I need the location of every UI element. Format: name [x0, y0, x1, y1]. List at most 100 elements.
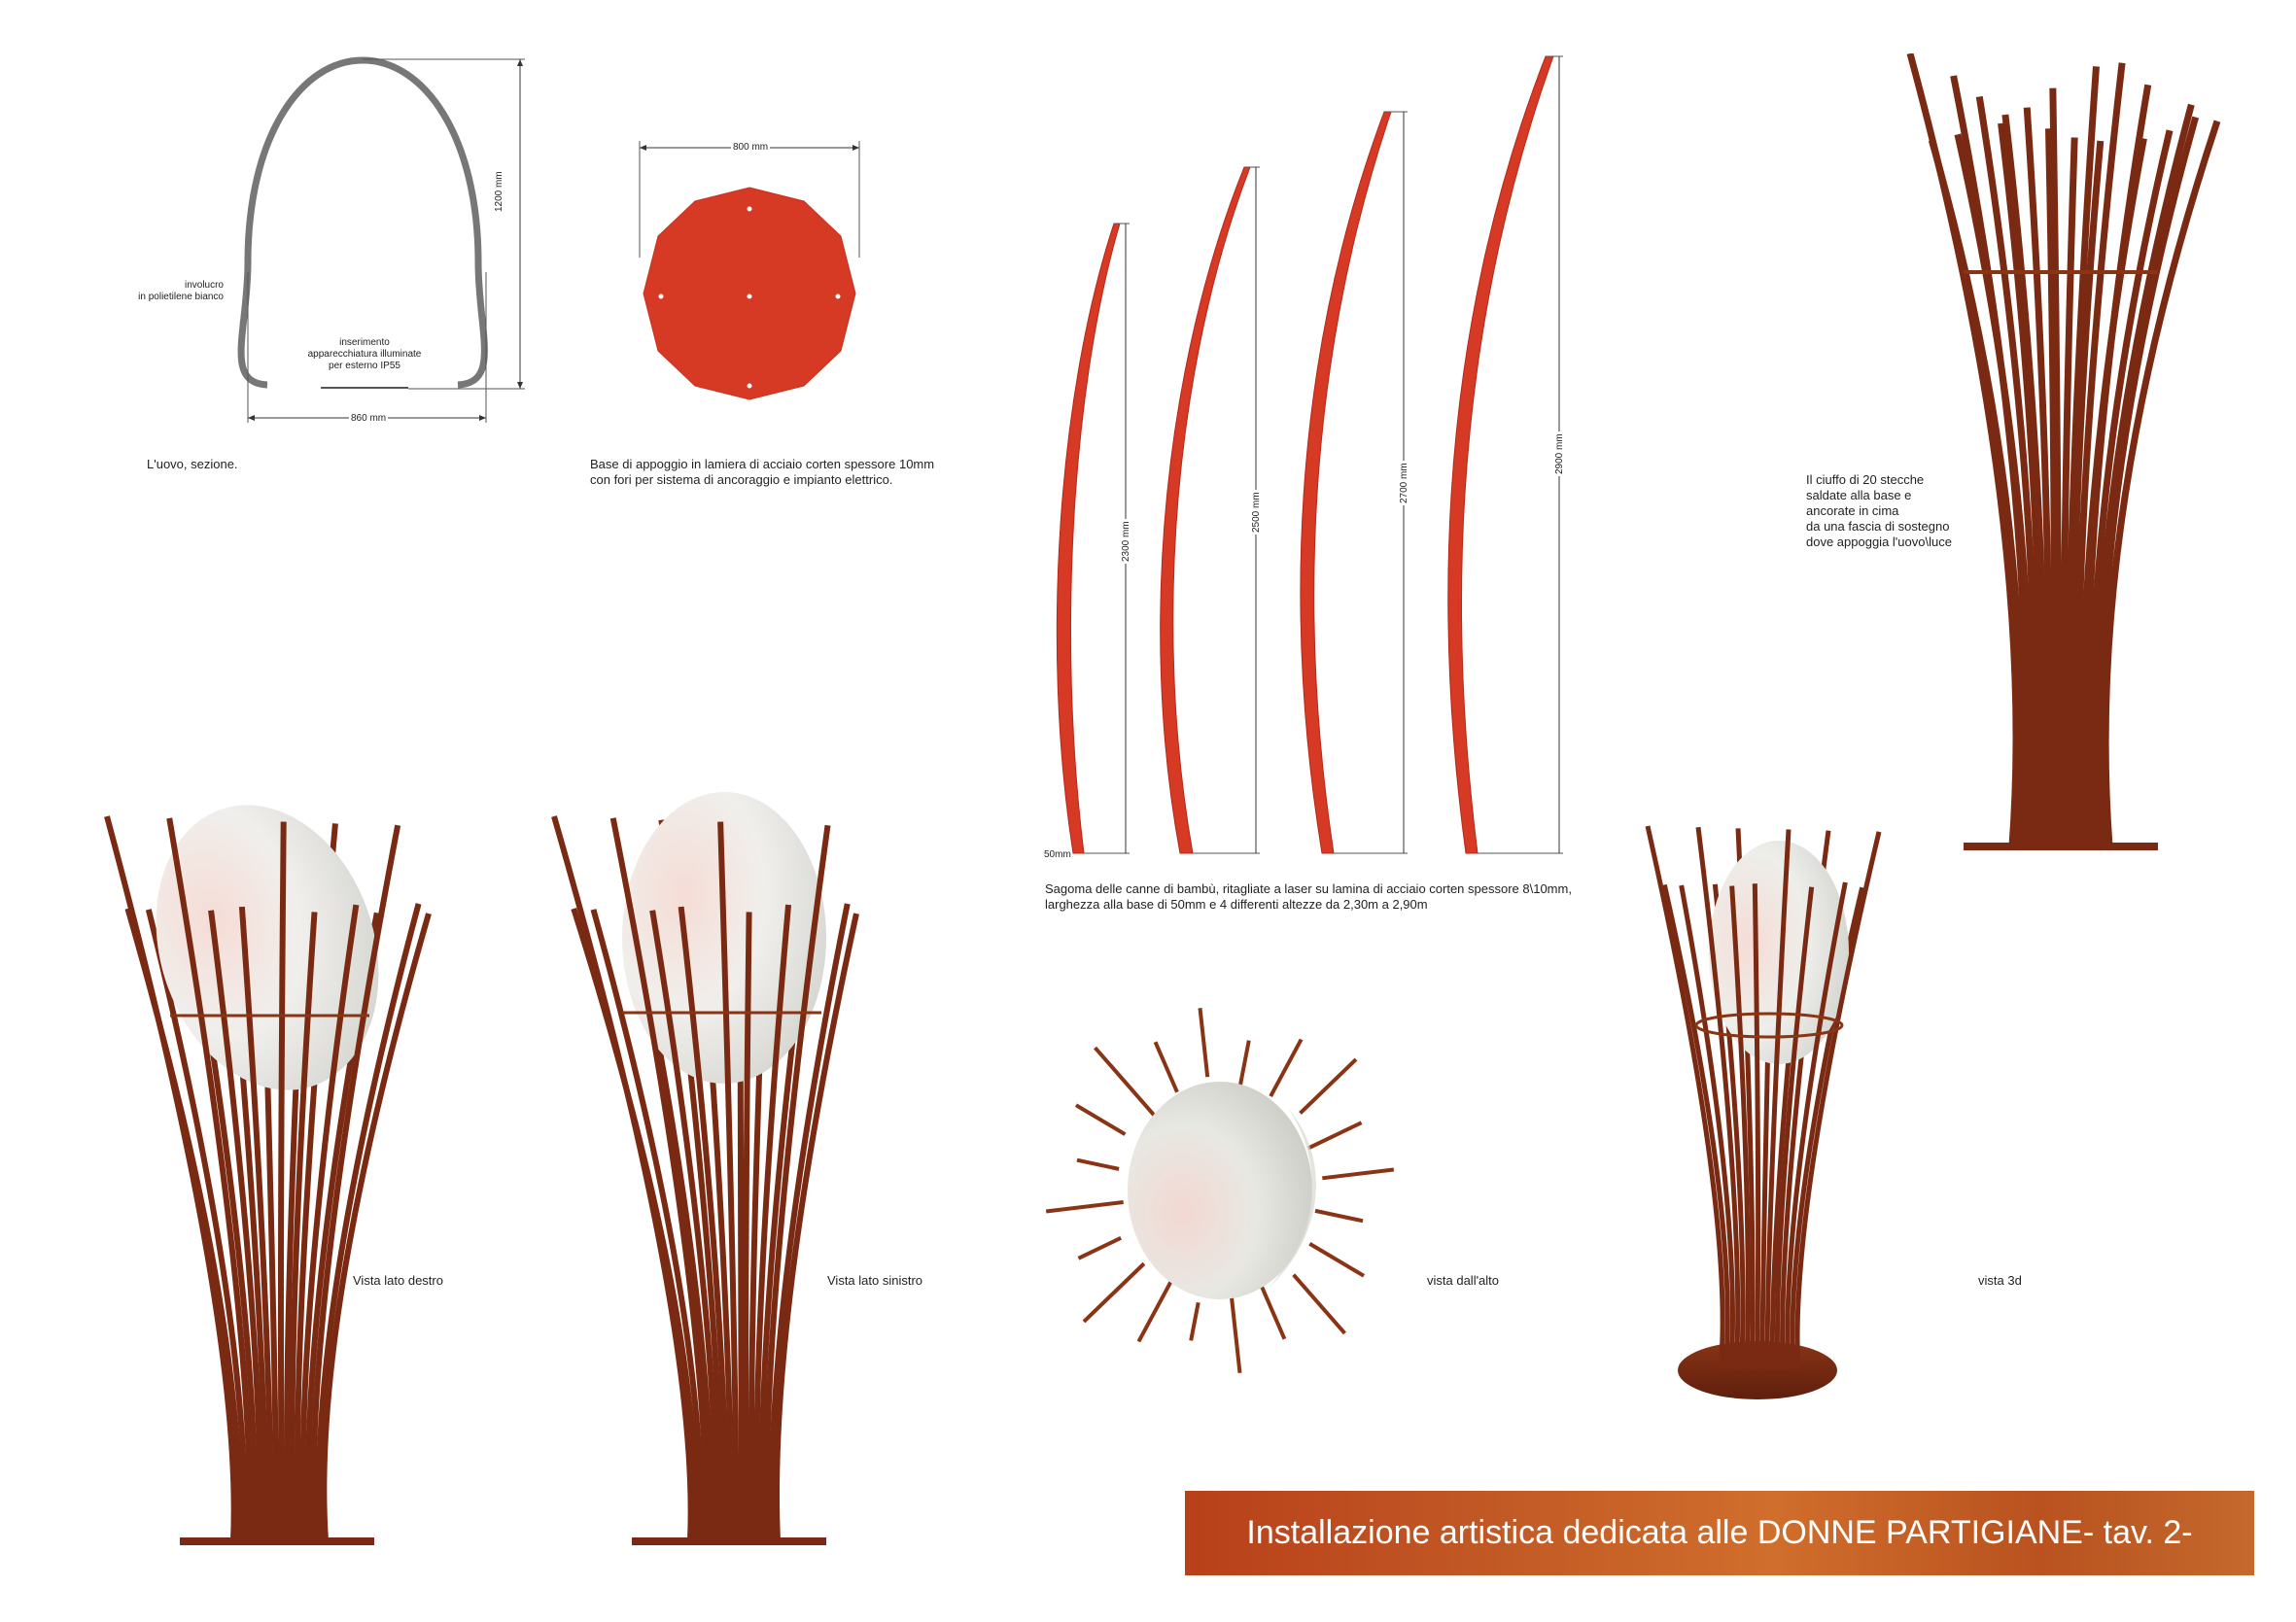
steel-rod [590, 909, 705, 1541]
egg-shell-note: involucro in polietilene bianco [138, 280, 224, 302]
rod-tip [1198, 1008, 1210, 1078]
anchor-hole [835, 293, 841, 299]
anchor-hole [747, 206, 752, 212]
rod-tip [1292, 1273, 1346, 1335]
egg [156, 805, 379, 1090]
cane-height-2500: 2500 mm [1251, 490, 1263, 535]
cane-2300 [1056, 223, 1121, 854]
tuft-rod [2001, 114, 2048, 846]
base-plate-disc [643, 187, 856, 400]
anchor-hole [747, 383, 752, 389]
steel-rod [774, 913, 859, 1541]
tuft-rod [2102, 120, 2221, 846]
cane-2700 [1300, 111, 1392, 854]
egg-top [1128, 1082, 1312, 1299]
top-view-label: vista dall'alto [1427, 1273, 1500, 1288]
steel-rod [768, 903, 851, 1541]
tuft-rod [1928, 139, 2025, 846]
steel-rod [678, 906, 730, 1541]
rod-tip [1076, 1157, 1120, 1171]
cane-height-2900: 2900 mm [1554, 431, 1566, 476]
3d-view [1645, 825, 1882, 1399]
steel-rod [1794, 831, 1882, 1371]
cane-base-width: 50mm [1044, 849, 1071, 860]
steel-rod [289, 912, 318, 1541]
rod-tip [1082, 1261, 1146, 1324]
tuft-rod [1998, 122, 2044, 846]
tuft-rod [2060, 137, 2078, 846]
left-view-label: Vista lato sinistro [827, 1273, 923, 1288]
tuft-rod [1954, 133, 2035, 846]
cane-height-2700: 2700 mm [1399, 461, 1410, 505]
steel-rod [1679, 884, 1735, 1371]
rod-tip [1045, 1199, 1124, 1214]
rod-tip [1230, 1297, 1242, 1373]
cane-height-2300: 2300 mm [1121, 519, 1132, 564]
left-side-view [551, 792, 859, 1545]
tuft-rod [2045, 128, 2058, 846]
egg-section-caption: L'uovo, sezione. [147, 457, 238, 471]
steel-rod [166, 817, 254, 1541]
tuft-rod [2088, 129, 2174, 846]
base-plate-drawing [639, 141, 860, 400]
steel-rod [277, 821, 287, 1541]
rod-tip [1074, 1103, 1127, 1136]
egg-section-drawing [237, 56, 525, 423]
support-band [1694, 1012, 1844, 1039]
tuft-rod [2069, 140, 2105, 846]
title-banner: Installazione artistica dedicata alle DO… [1185, 1491, 2254, 1575]
egg [1709, 841, 1849, 1064]
steel-rod [1729, 885, 1751, 1371]
steel-rod [763, 824, 831, 1541]
rod-tip [1322, 1167, 1395, 1181]
steel-rod [321, 913, 432, 1541]
steel-rod [315, 903, 422, 1541]
rod-tip [1136, 1278, 1174, 1343]
rod-tip [1189, 1301, 1200, 1341]
tuft-base [1964, 843, 2158, 850]
steel-rod [1695, 826, 1741, 1371]
view-base [632, 1537, 826, 1545]
egg-shell-outline [237, 56, 488, 389]
right-side-view [104, 805, 432, 1545]
steel-rod [124, 908, 243, 1541]
rod-tip [1269, 1038, 1304, 1098]
base-plate-caption: Base di appoggio in lamiera di acciaio c… [590, 457, 935, 487]
steel-rod [717, 821, 740, 1541]
egg-width-dim: 860 mm [349, 413, 389, 425]
top-view [1045, 1008, 1395, 1373]
steel-rod [1752, 883, 1761, 1371]
canes-caption: Sagoma delle canne di bambù, ritagliate … [1045, 881, 1572, 912]
tuft-note: Il ciuffo di 20 stecche saldate alla bas… [1806, 472, 1952, 549]
rod-tip [1307, 1121, 1363, 1151]
cane-2900 [1447, 55, 1554, 854]
tuft-rod [2083, 84, 2152, 846]
plate-width-dim: 800 mm [731, 142, 771, 154]
steel-rod [609, 817, 710, 1541]
rod-tip [1314, 1208, 1364, 1224]
steel-rod [1785, 881, 1848, 1371]
rod-tip [1258, 1282, 1287, 1340]
rod-tip [1299, 1057, 1358, 1115]
tuft-rod [2064, 66, 2100, 846]
view-base [180, 1537, 374, 1545]
right-view-label: Vista lato destro [353, 1273, 443, 1288]
tuft-rod [1975, 95, 2039, 846]
steel-rod [743, 912, 752, 1541]
anchor-hole [658, 293, 664, 299]
cane-2500 [1160, 166, 1251, 854]
rod-tip [1236, 1040, 1251, 1091]
egg-insert-note: inserimento apparecchiatura illuminate p… [307, 337, 422, 371]
steel-rod [649, 910, 719, 1541]
tuft-rod [2049, 87, 2063, 846]
steel-rod [145, 909, 248, 1541]
canes-drawing [1056, 55, 1563, 854]
steel-rod [238, 906, 275, 1541]
tuft-drawing [1906, 53, 2221, 850]
tuft-rod [2097, 116, 2200, 846]
anchor-hole [747, 293, 752, 299]
steel-rod [1661, 883, 1730, 1371]
tuft-rod [2023, 107, 2053, 846]
tuft-rod [2093, 103, 2195, 846]
